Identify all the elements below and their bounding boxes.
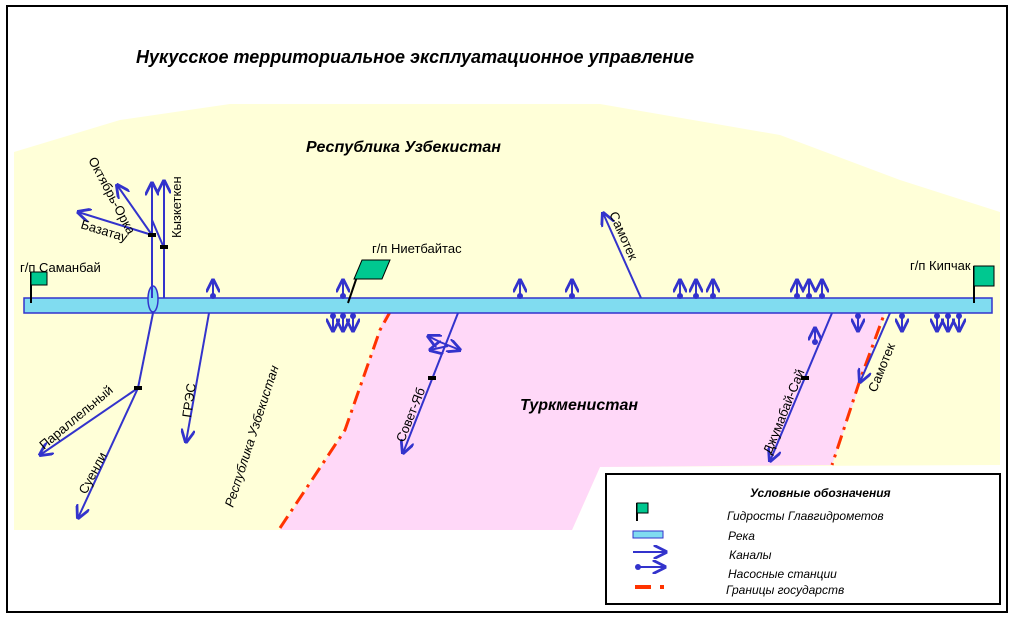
- gauging-station-kipchak: [973, 265, 995, 303]
- label-turkmenistan: Туркменистан: [520, 397, 638, 414]
- label-gres: ГРЭС: [179, 382, 199, 418]
- pump-station-dot: [677, 293, 683, 299]
- map-title: Нукусское территориальное эксплуатационн…: [136, 47, 694, 67]
- legend-label: Река: [728, 529, 755, 543]
- legend-label: Каналы: [729, 548, 772, 562]
- pump-station-dot: [855, 313, 861, 319]
- legend-label: Границы государств: [726, 583, 844, 597]
- pump-station-dot: [956, 313, 962, 319]
- pump-station-dot: [210, 293, 216, 299]
- legend-label: Насосные станции: [728, 567, 837, 581]
- canal-gates: [134, 233, 809, 390]
- pump-station-dot: [899, 313, 905, 319]
- pump-station-dot: [806, 293, 812, 299]
- pump-station-dot: [710, 293, 716, 299]
- flag-icon: [636, 502, 649, 521]
- label-uzbekistan-top: Республика Узбекистан: [306, 139, 501, 156]
- gauging-station-nietbaytas: [347, 259, 391, 304]
- label-samanbay: г/п Саманбай: [20, 260, 101, 275]
- gauging-station-samanbay: [30, 271, 48, 303]
- pump-station-dot: [330, 313, 336, 319]
- pump-station-dot: [812, 339, 818, 345]
- river-icon: [632, 530, 664, 539]
- label-nietbaytas: г/п Ниетбайтас: [372, 241, 462, 256]
- pump-stations: [210, 280, 962, 350]
- pump-station-dot: [693, 293, 699, 299]
- legend-label: Гидросты Главгидрометов: [727, 509, 884, 523]
- pump-station-dot: [340, 313, 346, 319]
- pump-station-dot: [794, 293, 800, 299]
- pump-station-dot: [569, 293, 575, 299]
- river-amudarya: [23, 297, 993, 314]
- pump-station-dot: [945, 313, 951, 319]
- legend: Условные обозначения Гидросты Главгидром…: [605, 473, 1001, 605]
- border-line-icon: [635, 585, 664, 589]
- pump-station-dot: [517, 293, 523, 299]
- pump-station-arrow: [430, 346, 449, 350]
- pump-station-dot: [340, 293, 346, 299]
- label-kyzketken: Кызкеткен: [169, 176, 184, 238]
- pump-station-dot: [819, 293, 825, 299]
- pump-station-icon: [635, 564, 665, 570]
- canals: [40, 181, 891, 518]
- legend-title: Условные обозначения: [750, 486, 891, 500]
- pump-station-dot: [350, 313, 356, 319]
- label-kipchak: г/п Кипчак: [910, 258, 971, 273]
- pump-station-dot: [934, 313, 940, 319]
- turkmenistan-region: [280, 312, 885, 530]
